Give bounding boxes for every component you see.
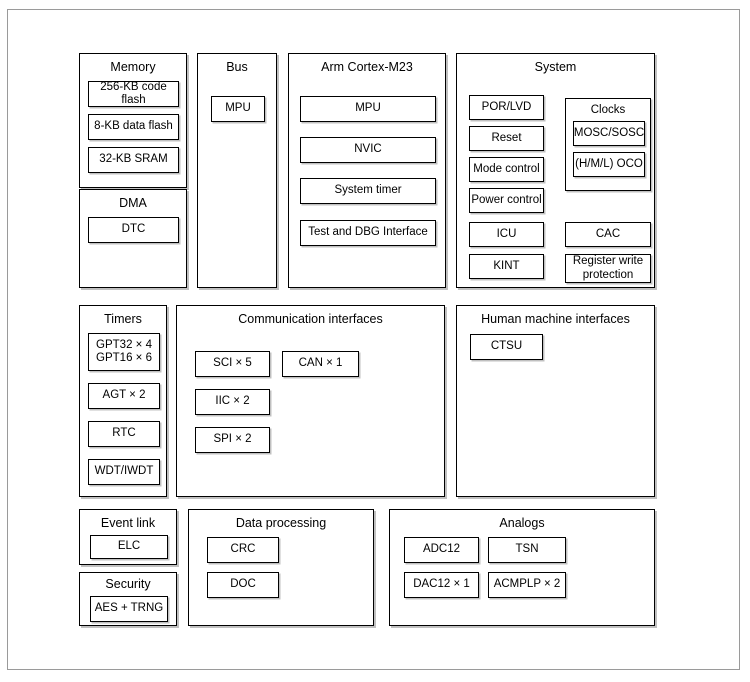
panel-bus: Bus MPU [197, 53, 277, 288]
block-kint[interactable]: KINT [469, 254, 544, 279]
panel-security: Security AES + TRNG [79, 572, 177, 626]
panel-data-processing: Data processing CRC DOC [188, 509, 374, 626]
block-test-dbg-interface[interactable]: Test and DBG Interface [300, 220, 436, 246]
panel-clocks-title: Clocks [590, 104, 626, 116]
panel-arm-cortex-m23: Arm Cortex-M23 MPU NVIC System timer Tes… [288, 53, 446, 288]
panel-event-link-title: Event link [100, 516, 156, 530]
panel-communication-interfaces: Communication interfaces SCI × 5 CAN × 1… [176, 305, 445, 497]
panel-arm-cortex-m23-title: Arm Cortex-M23 [321, 60, 413, 74]
panel-security-title: Security [105, 577, 151, 591]
block-sram[interactable]: 32-KB SRAM [88, 147, 179, 173]
panel-system-title: System [534, 60, 577, 74]
panel-human-machine-interfaces-title: Human machine interfaces [481, 312, 630, 326]
block-register-write-protection[interactable]: Register write protection [565, 254, 651, 283]
block-por-lvd[interactable]: POR/LVD [469, 95, 544, 120]
block-wdt-iwdt[interactable]: WDT/IWDT [88, 459, 160, 485]
block-bus-mpu[interactable]: MPU [211, 96, 265, 122]
panel-timers: Timers GPT32 × 4 GPT16 × 6 AGT × 2 RTC W… [79, 305, 167, 497]
panel-system: System POR/LVD Reset Mode control Power … [456, 53, 655, 288]
panel-bus-title: Bus [226, 60, 248, 74]
panel-memory: Memory 256-KB code flash 8-KB data flash… [79, 53, 187, 188]
panel-memory-title: Memory [110, 60, 156, 74]
block-can[interactable]: CAN × 1 [282, 351, 359, 377]
panel-analogs: Analogs ADC12 TSN DAC12 × 1 ACMPLP × 2 [389, 509, 655, 626]
block-power-control[interactable]: Power control [469, 188, 544, 213]
block-cac[interactable]: CAC [565, 222, 651, 247]
block-reset[interactable]: Reset [469, 126, 544, 151]
block-nvic[interactable]: NVIC [300, 137, 436, 163]
block-rtc[interactable]: RTC [88, 421, 160, 447]
panel-data-processing-title: Data processing [235, 516, 327, 530]
block-elc[interactable]: ELC [90, 535, 168, 559]
block-agt[interactable]: AGT × 2 [88, 383, 160, 409]
panel-timers-title: Timers [104, 312, 142, 326]
panel-dma-title: DMA [119, 196, 147, 210]
block-sci[interactable]: SCI × 5 [195, 351, 270, 377]
block-crc[interactable]: CRC [207, 537, 279, 563]
panel-analogs-title: Analogs [499, 516, 545, 530]
block-code-flash[interactable]: 256-KB code flash [88, 81, 179, 107]
block-gpt[interactable]: GPT32 × 4 GPT16 × 6 [88, 333, 160, 371]
block-icu[interactable]: ICU [469, 222, 544, 247]
block-dac12[interactable]: DAC12 × 1 [404, 572, 479, 598]
panel-communication-interfaces-title: Communication interfaces [238, 312, 383, 326]
block-tsn[interactable]: TSN [488, 537, 566, 563]
block-aes-trng[interactable]: AES + TRNG [90, 596, 168, 622]
block-iic[interactable]: IIC × 2 [195, 389, 270, 415]
panel-event-link: Event link ELC [79, 509, 177, 565]
block-acmplp[interactable]: ACMPLP × 2 [488, 572, 566, 598]
block-core-mpu[interactable]: MPU [300, 96, 436, 122]
panel-human-machine-interfaces: Human machine interfaces CTSU [456, 305, 655, 497]
panel-clocks: Clocks MOSC/SOSC (H/M/L) OCO [565, 98, 651, 191]
block-hml-oco[interactable]: (H/M/L) OCO [573, 152, 645, 177]
block-dtc[interactable]: DTC [88, 217, 179, 243]
block-adc12[interactable]: ADC12 [404, 537, 479, 563]
block-mosc-sosc[interactable]: MOSC/SOSC [573, 121, 645, 146]
block-system-timer[interactable]: System timer [300, 178, 436, 204]
block-data-flash[interactable]: 8-KB data flash [88, 114, 179, 140]
panel-dma: DMA DTC [79, 189, 187, 288]
block-mode-control[interactable]: Mode control [469, 157, 544, 182]
block-doc[interactable]: DOC [207, 572, 279, 598]
block-ctsu[interactable]: CTSU [470, 334, 543, 360]
block-spi[interactable]: SPI × 2 [195, 427, 270, 453]
diagram-outer-frame: Memory 256-KB code flash 8-KB data flash… [7, 9, 740, 670]
